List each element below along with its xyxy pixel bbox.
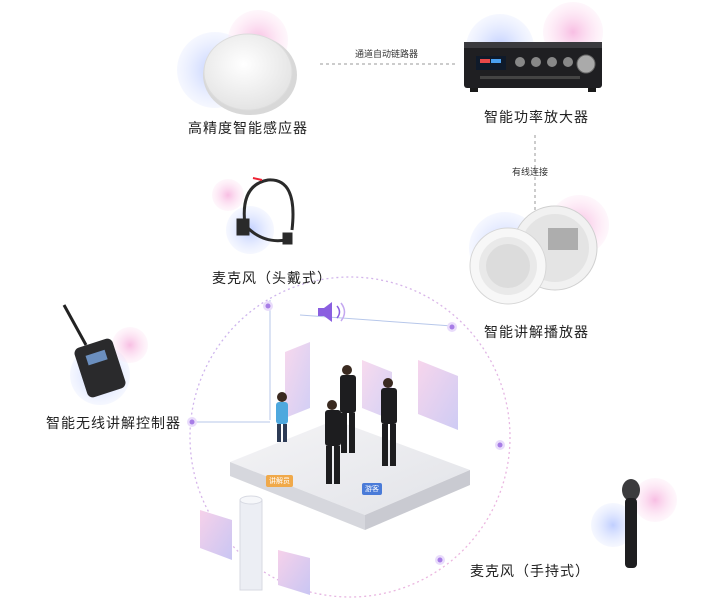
exhibition-floor bbox=[230, 420, 470, 530]
amplifier-speaker-link-label: 有线连接 bbox=[512, 168, 549, 178]
controller-label: 智能无线讲解控制器 bbox=[46, 416, 181, 432]
guide-tag: 讲解员 bbox=[266, 475, 293, 487]
speaker-device bbox=[469, 205, 598, 305]
sensor-amplifier-link-label: 通道自动链路器 bbox=[355, 50, 419, 60]
sensor-device bbox=[203, 33, 297, 115]
headset-mic-device bbox=[236, 177, 295, 245]
coverage-ring bbox=[189, 276, 511, 598]
ring-nodes bbox=[187, 301, 505, 565]
headset-mic-label: 麦克风（头戴式） bbox=[212, 271, 332, 287]
sound-icon bbox=[318, 302, 346, 322]
visitor-figures bbox=[325, 365, 397, 484]
visitor-tag: 游客 bbox=[362, 483, 382, 495]
speaker-label: 智能讲解播放器 bbox=[484, 325, 589, 341]
decorative-blocks bbox=[200, 495, 310, 595]
handheld-mic-device bbox=[622, 479, 640, 568]
sensor-label: 高精度智能感应器 bbox=[188, 121, 308, 137]
controller-device bbox=[62, 304, 126, 398]
tour-guide-figure bbox=[276, 392, 288, 442]
speaker-link bbox=[299, 314, 453, 327]
handheld-mic-label: 麦克风（手持式） bbox=[470, 564, 590, 580]
amplifier-label: 智能功率放大器 bbox=[484, 110, 589, 126]
amplifier-device bbox=[464, 42, 602, 92]
exhibit-panels bbox=[285, 342, 458, 430]
